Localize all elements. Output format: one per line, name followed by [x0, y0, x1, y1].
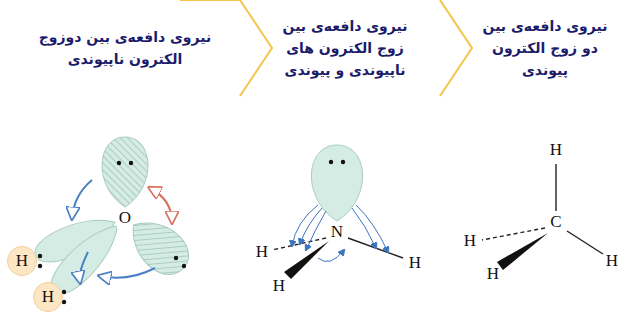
- atom-symbol: H: [14, 251, 30, 271]
- wedge-bond: [284, 241, 329, 279]
- bond-line: [555, 164, 556, 211]
- atom-symbol: H: [462, 231, 478, 251]
- repulsion-arrow: [318, 250, 344, 262]
- electron-dot: [38, 264, 42, 268]
- wedge-bond: [497, 233, 548, 270]
- repulsion-arrow: [356, 205, 388, 252]
- chevron-divider: [180, 0, 272, 96]
- bond-line: [567, 231, 603, 254]
- repulsion-arrow: [72, 180, 92, 218]
- electron-dot: [174, 256, 178, 260]
- heading-text: نیروی دافعه‌ی بین زوج الکترون های ناپیون…: [270, 15, 420, 81]
- electron-dot: [329, 160, 333, 164]
- electron-dot: [117, 161, 121, 165]
- chevron-divider: [440, 0, 472, 96]
- repulsion-arrow: [150, 188, 172, 222]
- electron-dot: [182, 264, 186, 268]
- atom-symbol: H: [254, 242, 270, 262]
- repulsion-arrow: [306, 211, 326, 250]
- dashed-bond: [272, 238, 326, 250]
- dashed-bond: [482, 228, 545, 240]
- repulsion-arrow: [100, 268, 155, 278]
- hydrogen-circle: H: [7, 246, 37, 276]
- atom-symbol: H: [271, 276, 287, 296]
- heading-text: نیروی دافعه‌ی بین دو زوج الکترون پیوندی: [475, 15, 615, 81]
- repulsion-arrow: [80, 252, 88, 282]
- heading-text: نیروی دافعه‌ی بین دوزوج الکترون ناپیوندی: [25, 26, 225, 70]
- electron-dot: [341, 160, 345, 164]
- electron-dot: [129, 161, 133, 165]
- atom-symbol: H: [407, 253, 423, 273]
- atom-symbol: H: [604, 251, 620, 271]
- hydrogen-circle: H: [33, 282, 63, 312]
- atom-symbol: H: [40, 287, 56, 307]
- atom-symbol: H: [548, 140, 564, 160]
- atom-symbol: O: [117, 208, 133, 228]
- electron-lobe: [102, 137, 148, 207]
- electron-lobe: [311, 145, 362, 221]
- repulsion-arrow: [292, 205, 318, 246]
- atom-symbol: C: [548, 212, 563, 232]
- atom-symbol: N: [329, 222, 345, 242]
- electron-dot: [38, 254, 42, 258]
- atom-symbol: H: [485, 264, 501, 284]
